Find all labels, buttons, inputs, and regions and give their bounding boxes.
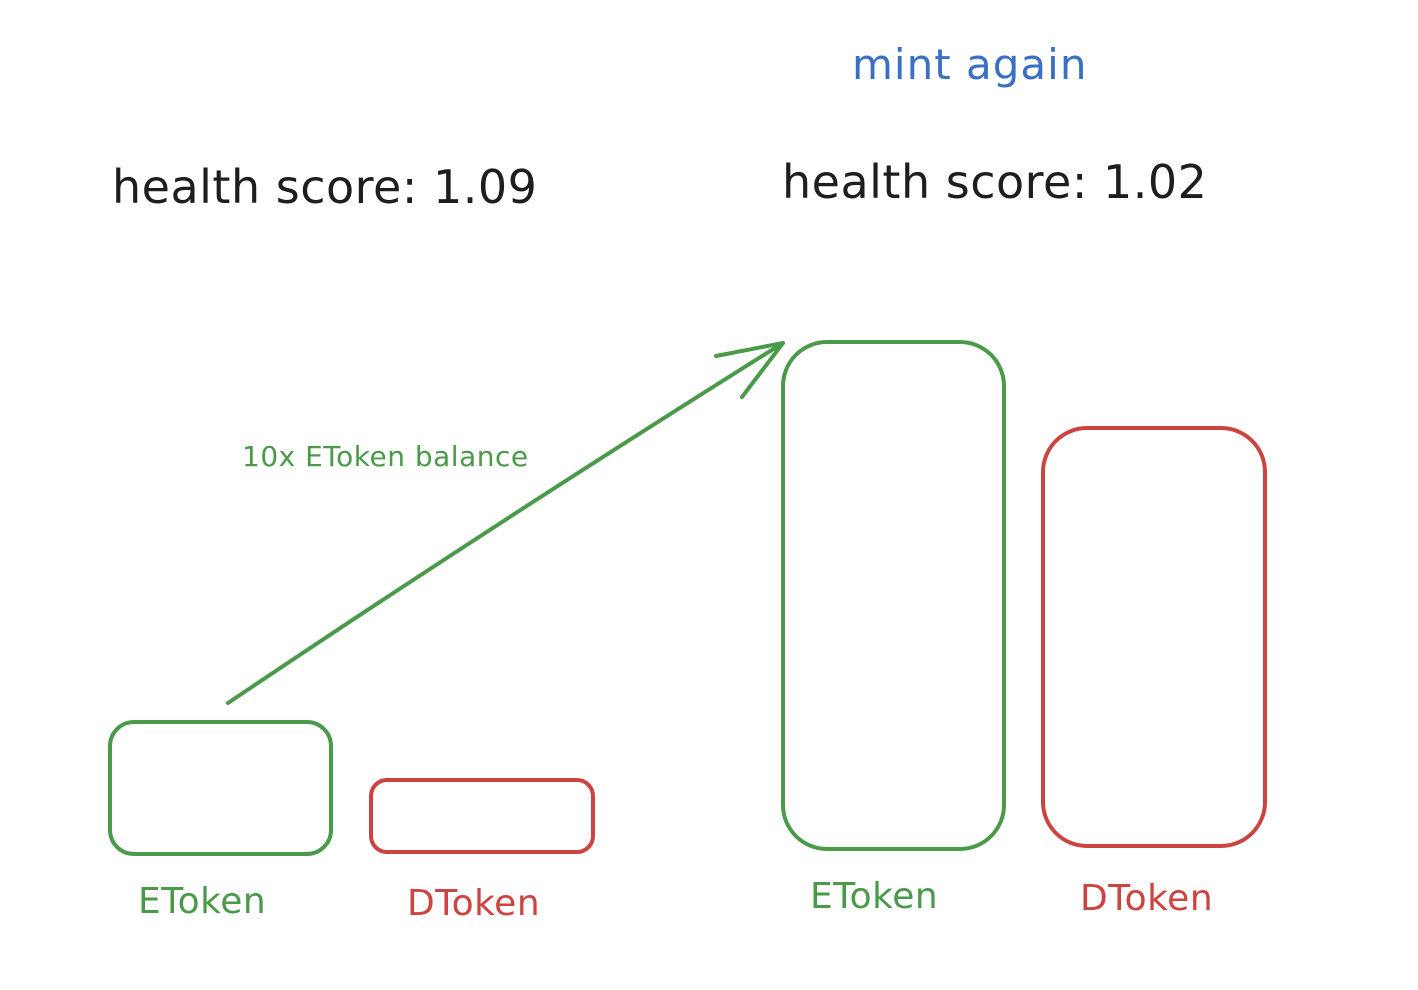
after-health-score: health score: 1.02	[782, 155, 1208, 209]
growth-arrow	[226, 341, 785, 705]
arrow-head	[714, 341, 785, 399]
before-etoken-box	[108, 720, 333, 856]
arrow-label: 10x EToken balance	[242, 440, 529, 473]
after-etoken-label: EToken	[810, 876, 939, 917]
before-health-score: health score: 1.09	[112, 160, 538, 214]
after-etoken-box	[781, 340, 1006, 851]
before-etoken-label: EToken	[138, 881, 267, 922]
after-dtoken-label: DToken	[1080, 878, 1214, 919]
arrow-shaft	[226, 341, 785, 705]
after-title: mint again	[852, 40, 1088, 89]
before-dtoken-box	[369, 778, 595, 854]
after-dtoken-box	[1041, 426, 1267, 848]
before-dtoken-label: DToken	[407, 883, 541, 924]
